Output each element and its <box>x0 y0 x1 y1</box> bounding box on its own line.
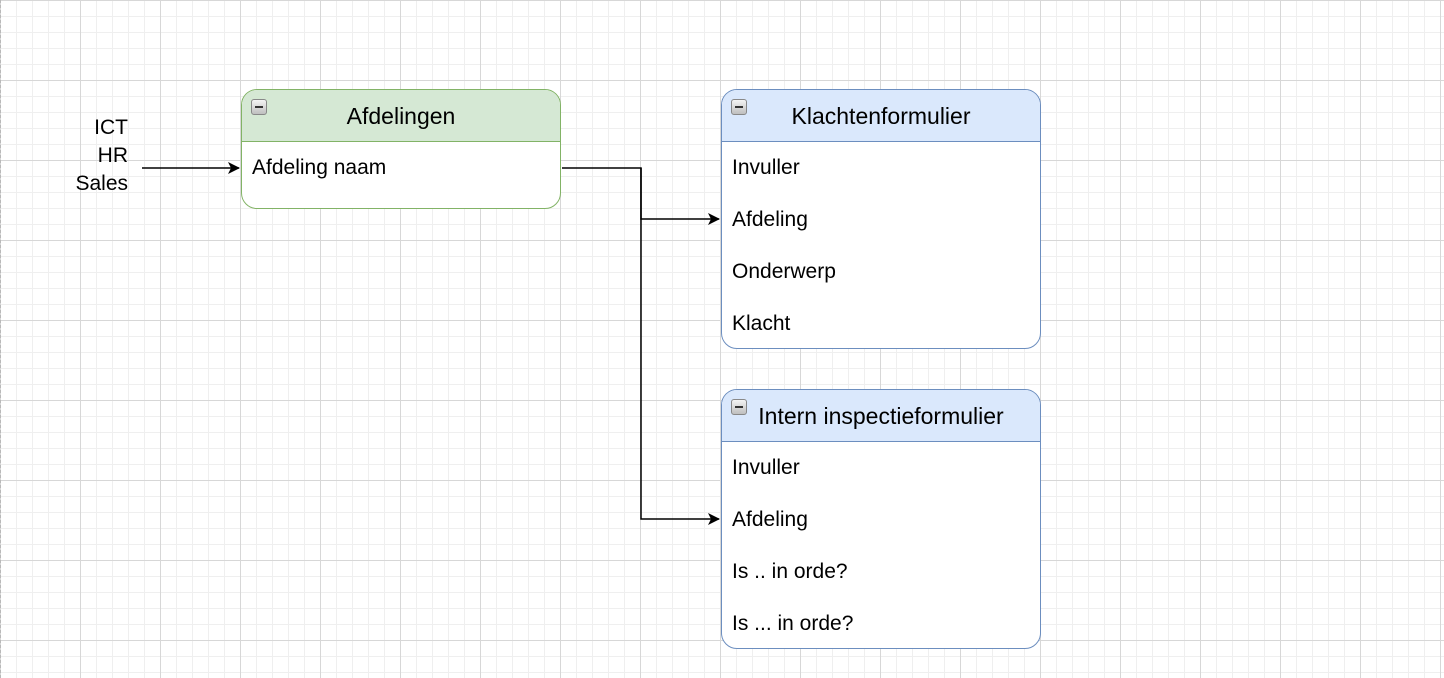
table-title: Klachtenformulier <box>791 103 971 129</box>
table-row[interactable]: Klacht <box>732 312 791 335</box>
table-inspectieformulier[interactable]: Intern inspectieformulier Invuller Afdel… <box>721 389 1041 649</box>
value-hr: HR <box>97 144 128 167</box>
table-row[interactable]: Afdeling <box>732 208 808 231</box>
table-header-inspectieformulier[interactable]: Intern inspectieformulier <box>722 390 1040 442</box>
collapse-icon[interactable] <box>731 399 747 415</box>
value-sales: Sales <box>75 172 128 195</box>
table-row[interactable]: Onderwerp <box>732 260 836 283</box>
collapse-icon[interactable] <box>731 99 747 115</box>
afdeling-values-label[interactable]: ICT HR Sales <box>40 114 128 198</box>
table-afdelingen[interactable]: Afdelingen Afdeling naam <box>241 89 561 209</box>
collapse-icon[interactable] <box>251 99 267 115</box>
value-ict: ICT <box>94 116 128 139</box>
table-header-afdelingen[interactable]: Afdelingen <box>242 90 560 142</box>
table-row[interactable]: Afdeling <box>732 508 808 531</box>
table-title: Intern inspectieformulier <box>758 403 1004 429</box>
table-row[interactable]: Is .. in orde? <box>732 560 848 583</box>
table-row-afdeling-naam[interactable]: Afdeling naam <box>252 156 387 179</box>
table-header-klachtenformulier[interactable]: Klachtenformulier <box>722 90 1040 142</box>
table-klachtenformulier[interactable]: Klachtenformulier Invuller Afdeling Onde… <box>721 89 1041 349</box>
table-row[interactable]: Is ... in orde? <box>732 612 854 635</box>
connector-afdeling-to-inspectie[interactable] <box>640 168 720 525</box>
table-row[interactable]: Invuller <box>732 156 800 179</box>
table-row[interactable]: Invuller <box>732 456 800 479</box>
canvas-left-edge <box>0 0 1 678</box>
table-title: Afdelingen <box>346 103 456 129</box>
